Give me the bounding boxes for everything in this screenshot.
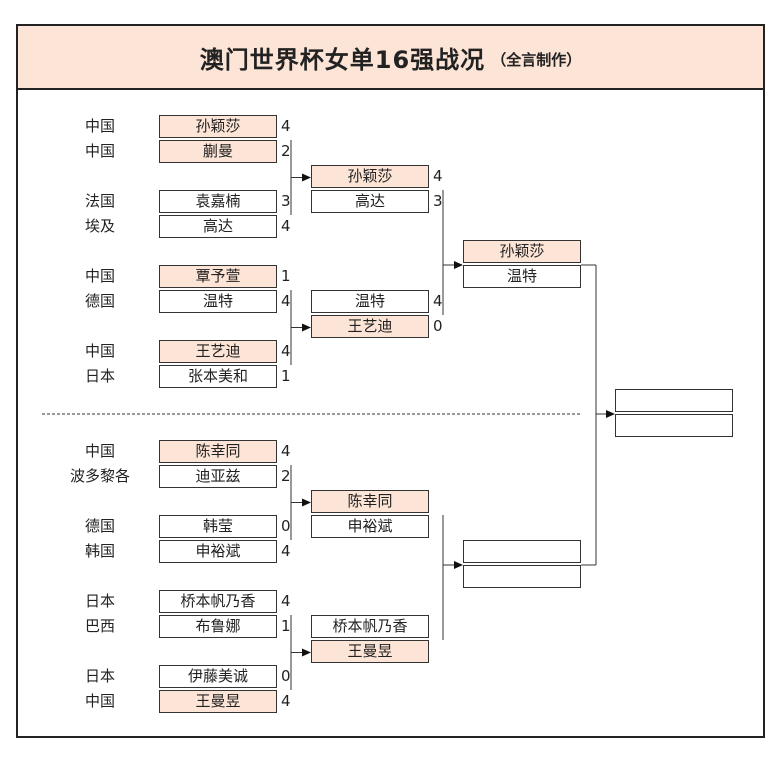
arrow-icon xyxy=(606,410,615,418)
score-label: 2 xyxy=(281,467,291,485)
player-box: 蒯曼 xyxy=(159,140,277,163)
country-label: 日本 xyxy=(84,667,115,685)
player-box: 申裕斌 xyxy=(311,515,429,538)
arrow-icon xyxy=(454,261,463,269)
score-label: 4 xyxy=(433,292,443,310)
score-label: 4 xyxy=(281,292,291,310)
score-label: 2 xyxy=(281,142,291,160)
score-label: 4 xyxy=(281,692,291,710)
country-label: 巴西 xyxy=(84,617,115,635)
player-box xyxy=(463,540,581,563)
score-label: 4 xyxy=(281,542,291,560)
country-label: 中国 xyxy=(84,342,115,360)
player-box: 陈幸同 xyxy=(311,490,429,513)
player-box: 伊藤美诚 xyxy=(159,665,277,688)
player-box: 孙颖莎 xyxy=(463,240,581,263)
score-label: 1 xyxy=(281,367,291,385)
player-box xyxy=(615,389,733,412)
player-box: 温特 xyxy=(463,265,581,288)
player-box: 温特 xyxy=(159,290,277,313)
player-box: 王艺迪 xyxy=(311,315,429,338)
player-box: 王艺迪 xyxy=(159,340,277,363)
score-label: 4 xyxy=(281,592,291,610)
score-label: 4 xyxy=(281,217,291,235)
player-box: 袁嘉楠 xyxy=(159,190,277,213)
player-box: 迪亚兹 xyxy=(159,465,277,488)
country-label: 法国 xyxy=(84,192,115,210)
score-label: 0 xyxy=(433,317,443,335)
player-box xyxy=(463,565,581,588)
score-label: 0 xyxy=(281,667,291,685)
country-label: 日本 xyxy=(84,592,115,610)
score-label: 4 xyxy=(433,167,443,185)
player-box: 温特 xyxy=(311,290,429,313)
country-label: 中国 xyxy=(84,442,115,460)
player-box: 张本美和 xyxy=(159,365,277,388)
country-label: 中国 xyxy=(84,692,115,710)
player-box: 桥本帆乃香 xyxy=(311,615,429,638)
page-subtitle: （全言制作） xyxy=(491,50,582,69)
score-label: 3 xyxy=(433,192,443,210)
player-box: 孙颖莎 xyxy=(159,115,277,138)
country-label: 日本 xyxy=(84,367,115,385)
arrow-icon xyxy=(302,498,311,507)
header: 澳门世界杯女单16强战况 （全言制作） xyxy=(16,24,765,90)
player-box: 孙颖莎 xyxy=(311,165,429,188)
country-label: 中国 xyxy=(84,117,115,135)
score-label: 4 xyxy=(281,117,291,135)
player-box: 陈幸同 xyxy=(159,440,277,463)
score-label: 0 xyxy=(281,517,291,535)
country-label: 埃及 xyxy=(84,217,115,235)
player-box xyxy=(615,414,733,437)
player-box: 韩莹 xyxy=(159,515,277,538)
page-title: 澳门世界杯女单16强战况 xyxy=(199,45,486,74)
player-box: 王曼昱 xyxy=(159,690,277,713)
score-label: 1 xyxy=(281,617,291,635)
score-label: 4 xyxy=(281,442,291,460)
country-label: 中国 xyxy=(84,267,115,285)
country-label: 德国 xyxy=(84,517,115,535)
player-box: 高达 xyxy=(159,215,277,238)
country-label: 中国 xyxy=(84,142,115,160)
player-box: 布鲁娜 xyxy=(159,615,277,638)
country-label: 德国 xyxy=(84,292,115,310)
arrow-icon xyxy=(454,561,463,569)
country-label: 韩国 xyxy=(84,542,115,560)
score-label: 4 xyxy=(281,342,291,360)
arrow-icon xyxy=(302,323,311,332)
arrow-icon xyxy=(302,648,311,657)
score-label: 1 xyxy=(281,267,291,285)
player-box: 高达 xyxy=(311,190,429,213)
player-box: 桥本帆乃香 xyxy=(159,590,277,613)
score-label: 3 xyxy=(281,192,291,210)
player-box: 申裕斌 xyxy=(159,540,277,563)
arrow-icon xyxy=(302,173,311,182)
player-box: 覃予萱 xyxy=(159,265,277,288)
player-box: 王曼昱 xyxy=(311,640,429,663)
country-label: 波多黎各 xyxy=(69,467,130,485)
